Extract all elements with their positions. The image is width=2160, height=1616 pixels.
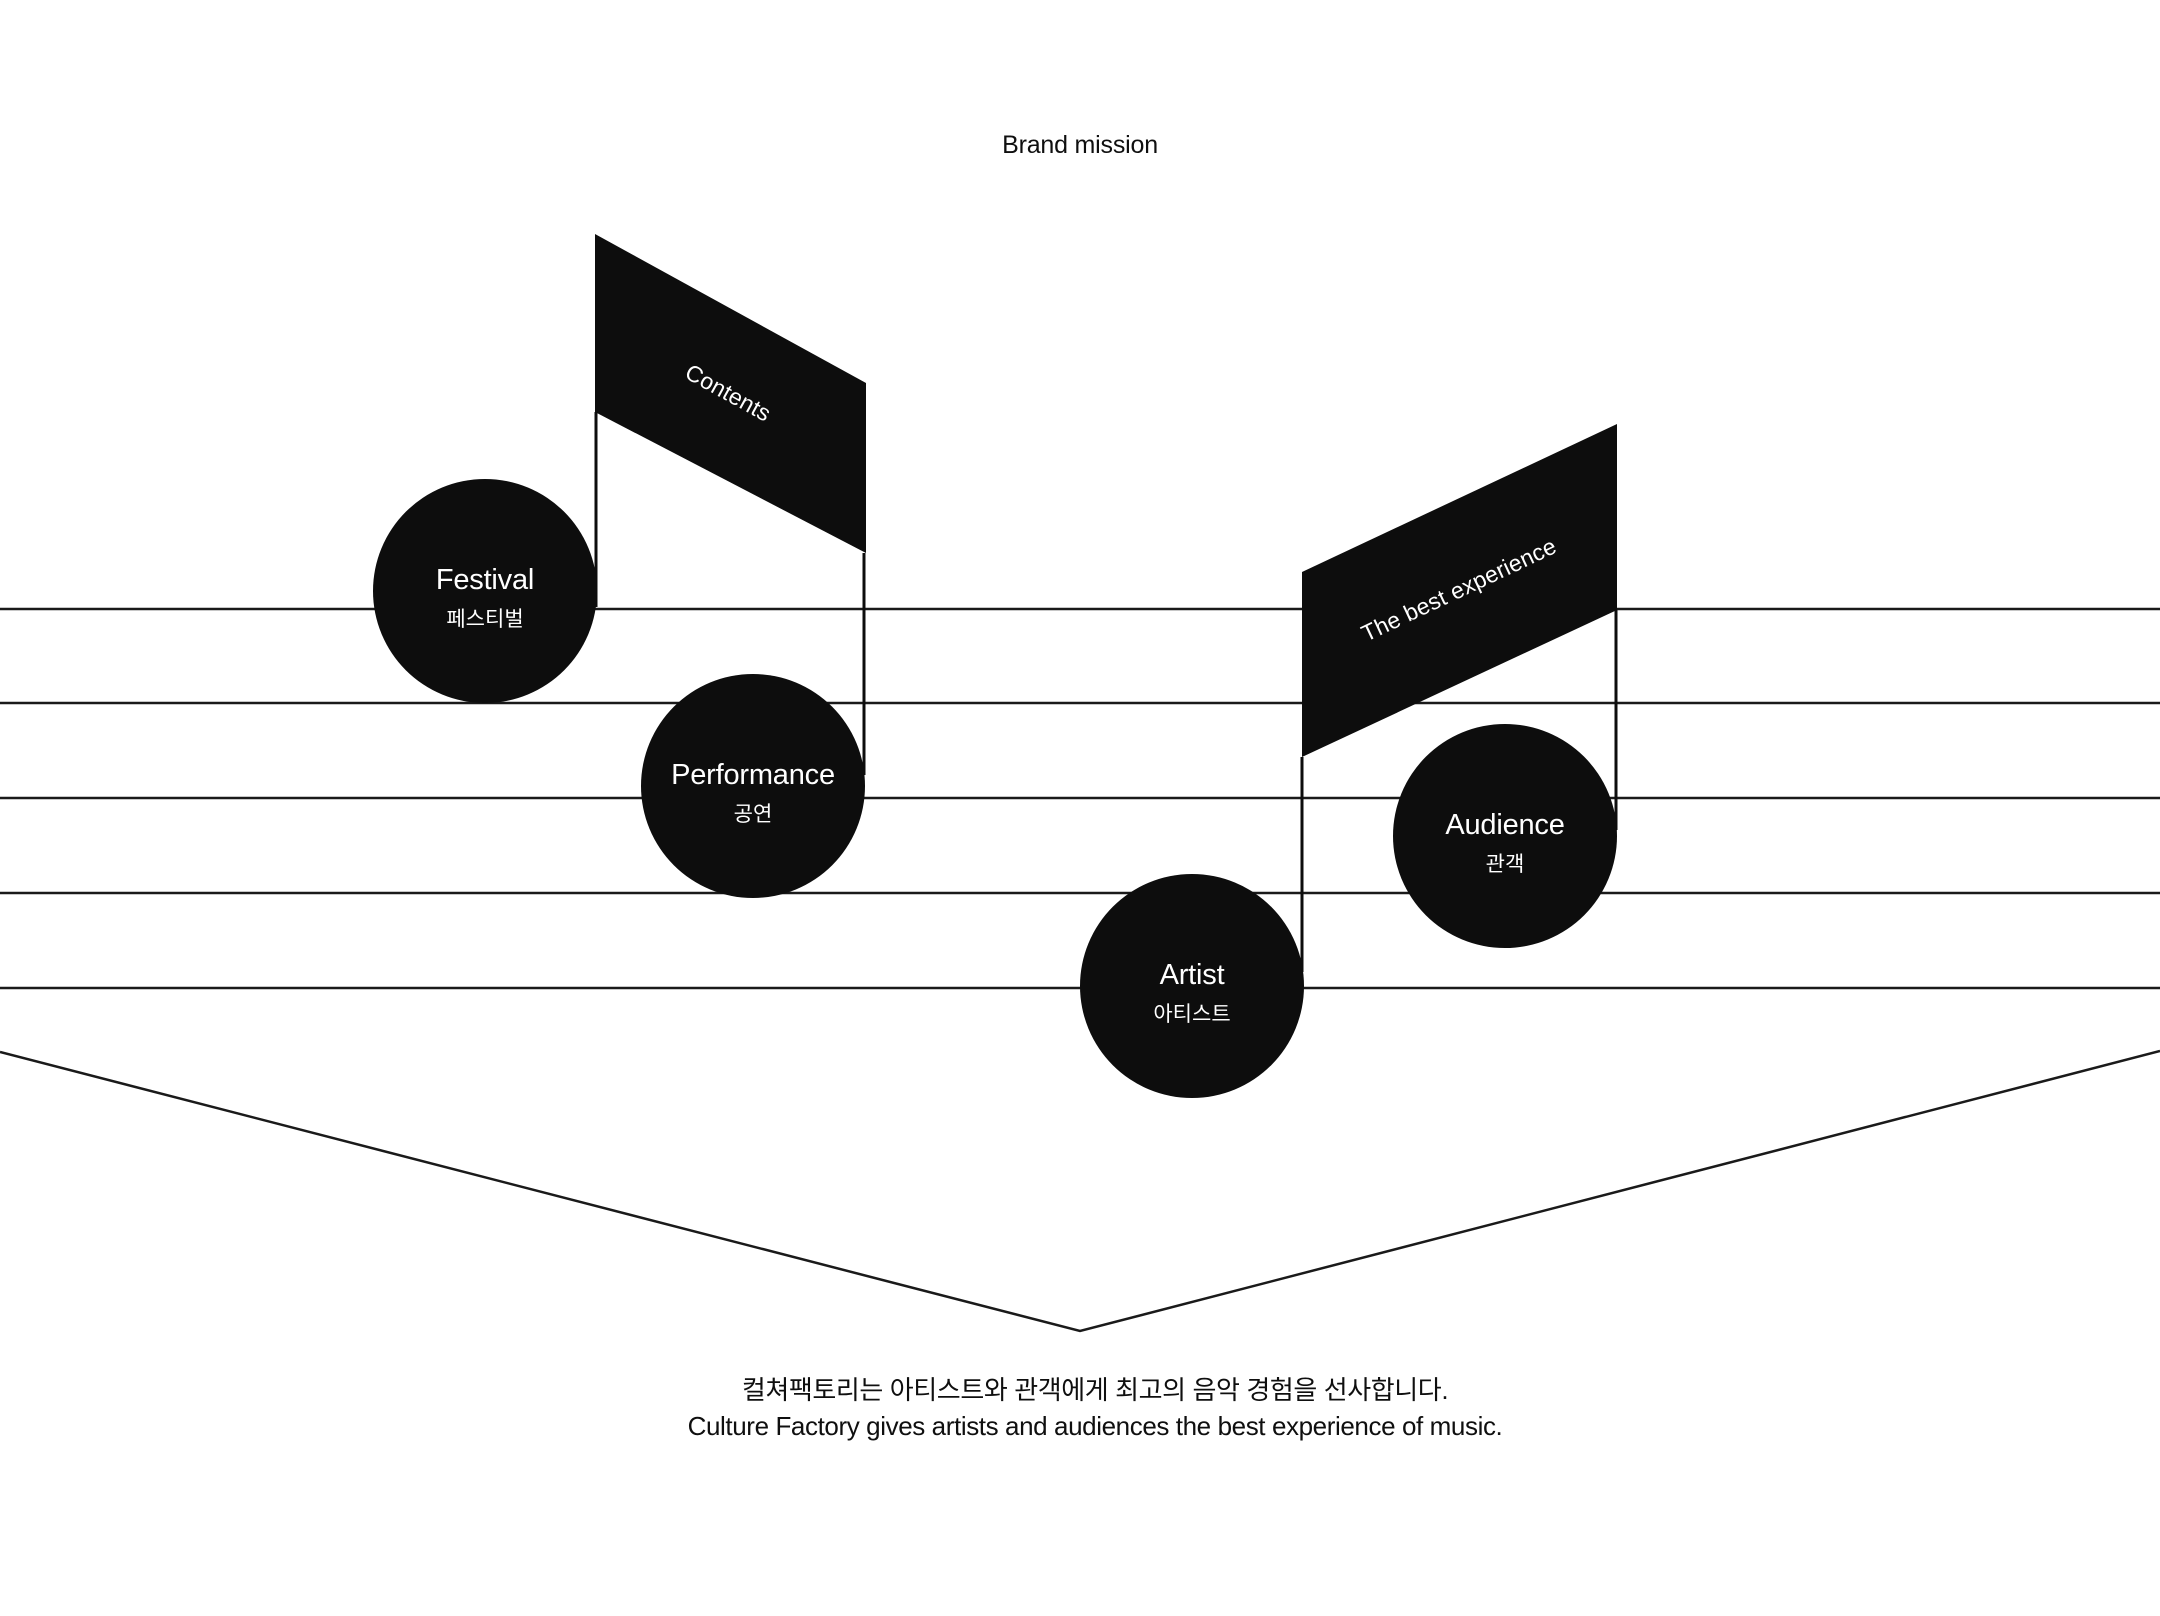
note-audience: Audience 관객 <box>1393 724 1617 948</box>
note-sublabel: 페스티벌 <box>446 608 524 632</box>
note-label: Festival <box>435 563 535 596</box>
note-artist: Artist 아티스트 <box>1080 874 1304 1098</box>
beam-best-experience-shape <box>1302 424 1617 757</box>
note-label: Performance <box>671 758 835 791</box>
beam-contents-shape <box>595 234 866 553</box>
mission-text-english: Culture Factory gives artists and audien… <box>687 1411 1503 1441</box>
chevron-down-shape <box>0 1049 2160 1333</box>
mission-text-korean: 컬쳐팩토리는 아티스트와 관객에게 최고의 음악 경험을 선사합니다. <box>741 1375 1449 1405</box>
note-festival: Festival 페스티벌 <box>373 479 597 703</box>
note-label: Artist <box>1159 958 1225 991</box>
note-stems <box>594 412 1618 972</box>
note-label: Audience <box>1445 808 1565 841</box>
note-sublabel: 아티스트 <box>1153 1003 1231 1027</box>
staff-lines <box>0 607 2160 990</box>
page-title: Brand mission <box>1002 131 1158 159</box>
note-performance: Performance 공연 <box>641 674 865 898</box>
note-sublabel: 관객 <box>1485 853 1525 877</box>
note-sublabel: 공연 <box>733 803 773 827</box>
